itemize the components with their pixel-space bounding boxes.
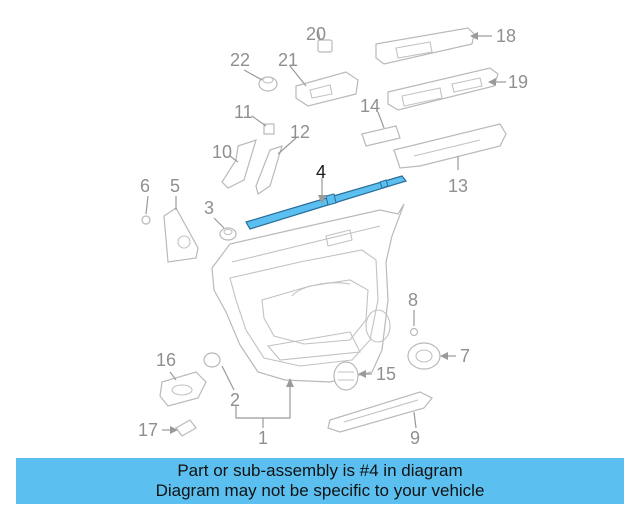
- callout-5: 5: [170, 176, 180, 196]
- callout-21: 21: [278, 50, 298, 70]
- callout-22: 22: [230, 50, 250, 70]
- callout-6: 6: [140, 176, 150, 196]
- callout-15: 15: [376, 364, 396, 384]
- callout-14: 14: [360, 96, 380, 116]
- part-17-bulb: [175, 419, 197, 437]
- callout-18: 18: [496, 26, 516, 46]
- part-21-switch-block: [295, 71, 359, 107]
- leader-lines: [145, 29, 506, 434]
- callout-3: 3: [204, 198, 214, 218]
- part-3-grommet: [219, 227, 237, 241]
- callout-20: 20: [306, 24, 326, 44]
- callout-10: 10: [212, 142, 232, 162]
- part-11-clip: [263, 123, 275, 135]
- part-18-switch-bezel: [375, 27, 475, 65]
- part-12-trim: [255, 145, 283, 195]
- callout-2: 2: [230, 390, 240, 410]
- part-13-bracket: [393, 123, 507, 169]
- part-2-grommet: [203, 352, 221, 368]
- callout-12: 12: [290, 122, 310, 142]
- callout-17: 17: [138, 420, 158, 440]
- part-8-screw: [409, 327, 419, 337]
- callout-8: 8: [408, 290, 418, 310]
- diagram-caption: Part or sub-assembly is #4 in diagram Di…: [16, 458, 624, 504]
- callout-19: 19: [508, 72, 528, 92]
- callout-16: 16: [156, 350, 176, 370]
- part-9-grille: [327, 391, 433, 433]
- part-19-armrest-trim: [387, 67, 499, 111]
- part-7-speaker: [407, 342, 441, 370]
- parts-diagram: 1 2 3 4 5 6 7 8 9 10 11 12 13 14 15 16 1…: [138, 24, 528, 448]
- part-20-clip: [317, 39, 333, 53]
- callout-labels: 1 2 3 4 5 6 7 8 9 10 11 12 13 14 15 16 1…: [138, 24, 528, 448]
- caption-line-1: Part or sub-assembly is #4 in diagram: [177, 461, 463, 480]
- callout-13: 13: [448, 176, 468, 196]
- callout-11: 11: [234, 102, 253, 122]
- part-6-screw: [141, 215, 151, 225]
- callout-4[interactable]: 4: [316, 162, 326, 182]
- part-5-mirror-cover: [163, 207, 199, 263]
- callout-7: 7: [460, 346, 470, 366]
- door-panel-part: [211, 203, 405, 383]
- caption-line-2: Diagram may not be specific to your vehi…: [155, 481, 485, 500]
- part-15-cover: [333, 361, 359, 391]
- part-4-weatherstrip[interactable]: [245, 175, 408, 230]
- callout-9: 9: [410, 428, 420, 448]
- part-14-switch-panel: [361, 125, 401, 147]
- callout-1: 1: [258, 428, 268, 448]
- part-22-knob: [258, 76, 278, 92]
- part-16-handle: [159, 371, 207, 407]
